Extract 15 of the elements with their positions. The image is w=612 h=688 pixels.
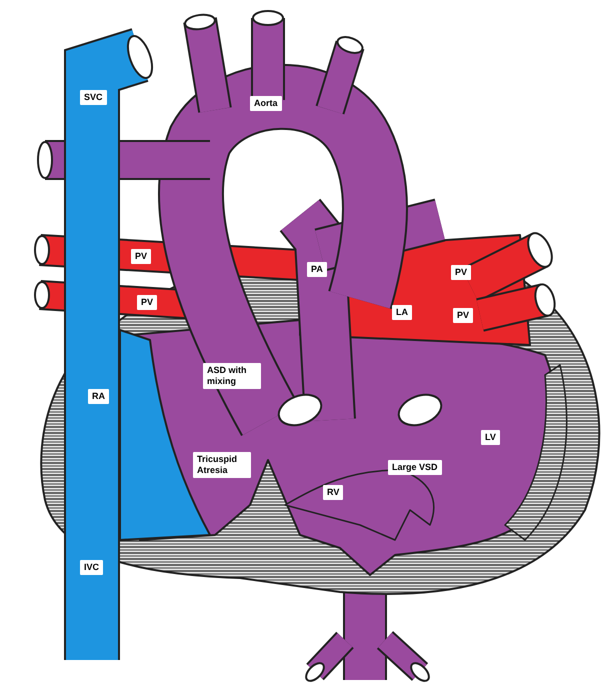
structure-label: ASD with mixing bbox=[203, 363, 261, 389]
structure-label: PV bbox=[451, 265, 472, 280]
structure-label: Large VSD bbox=[388, 460, 442, 475]
structure-label: PV bbox=[453, 308, 474, 323]
structure-label: Tricuspid Atresia bbox=[193, 452, 251, 478]
structure-label: Aorta bbox=[250, 96, 282, 111]
structure-label: SVC bbox=[80, 90, 107, 105]
structure-label: LV bbox=[481, 430, 500, 445]
structure-label: IVC bbox=[80, 560, 104, 575]
structure-label: RV bbox=[323, 485, 344, 500]
structure-label: LA bbox=[392, 305, 412, 320]
structure-label: PV bbox=[131, 249, 152, 264]
structure-label: RA bbox=[88, 389, 109, 404]
structure-label: PV bbox=[137, 295, 158, 310]
structure-label: PA bbox=[307, 262, 327, 277]
